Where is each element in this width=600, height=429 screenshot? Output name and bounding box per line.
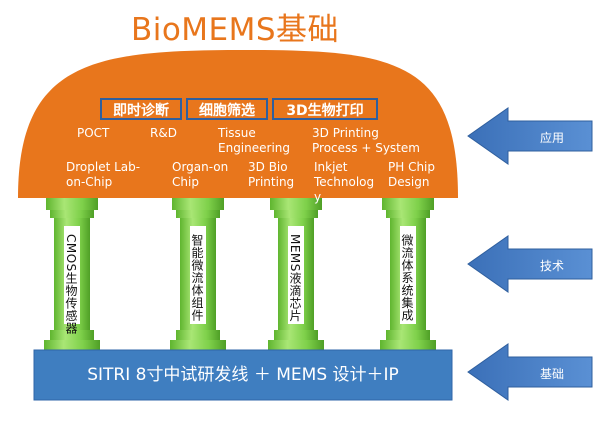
pillar-1 xyxy=(44,198,100,350)
app-label-3d-printing: 3D Printing Process + System xyxy=(312,126,420,155)
arrow-foundation-icon xyxy=(467,343,593,401)
app-label-tissue-engineering: Tissue Engineering xyxy=(218,126,290,155)
app-box-3d-bioprinting: 3D生物打印 xyxy=(272,98,378,120)
pillar-text-cmos: CMOS生物传感器 xyxy=(64,234,78,335)
tech-label-organ-on-chip: Organ-on Chip xyxy=(172,160,229,189)
diagram-title: BioMEMS基础 xyxy=(130,12,340,48)
side-label-foundation: 基础 xyxy=(539,367,564,381)
tech-label-3d-bio-printing: 3D Bio Printing xyxy=(248,160,295,189)
pillar-3 xyxy=(268,198,324,350)
pillar-2 xyxy=(170,198,226,350)
pillar-text-system-integration: 微流体系统集成 xyxy=(400,234,414,322)
pillar-4 xyxy=(380,198,436,350)
pillar-text-mems-droplet: MEMS液滴芯片 xyxy=(288,234,302,322)
tech-label-droplet: Droplet Lab-on-Chip xyxy=(66,160,141,189)
app-label-poct: POCT xyxy=(77,126,110,140)
application-dome xyxy=(18,50,458,198)
app-box-cell-screening: 细胞筛选 xyxy=(186,98,268,120)
app-box-poct: 即时诊断 xyxy=(100,98,182,120)
foundation-text: SITRI 8寸中试研发线 ＋ MEMS 设计＋IP xyxy=(87,365,399,385)
app-label-rd: R&D xyxy=(150,126,177,140)
tech-label-ph-chip: PH Chip Design xyxy=(388,160,436,189)
tech-label-inkjet: Inkjet Technolog y xyxy=(314,160,375,204)
pillar-text-microfluidic-components: 智能微流体组件 xyxy=(190,234,204,322)
side-label-application: 应用 xyxy=(539,131,564,145)
arrow-application-icon xyxy=(467,107,593,165)
foundation-bar xyxy=(33,349,453,401)
arrow-technology-icon xyxy=(467,235,593,293)
side-label-technology: 技术 xyxy=(539,259,564,273)
